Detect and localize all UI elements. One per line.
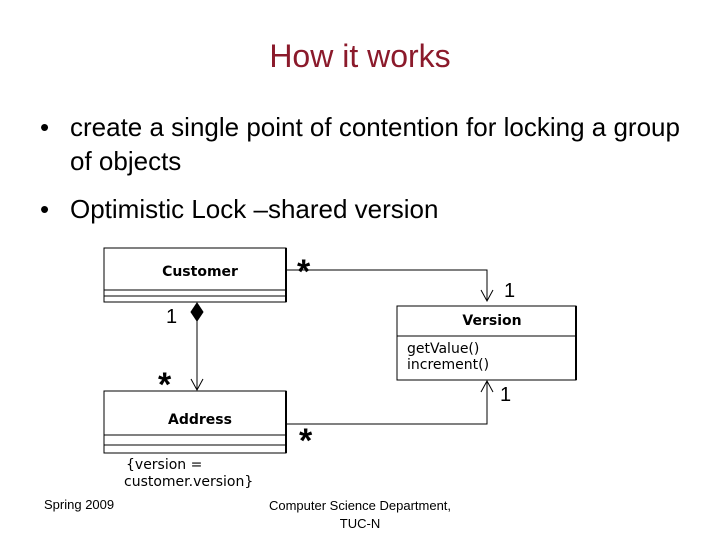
slide-title: How it works xyxy=(269,38,451,74)
footer-department: Computer Science Department, TUC-N xyxy=(250,497,470,533)
version-class-name: Version xyxy=(462,313,521,329)
multiplicity-one: 1 xyxy=(504,280,515,302)
bullet-text-1: create a single point of contention for … xyxy=(70,112,680,176)
multiplicity-star: * xyxy=(297,253,311,291)
footer-date: Spring 2009 xyxy=(44,497,115,512)
composition-diamond xyxy=(190,302,204,322)
multiplicity-one: 1 xyxy=(500,384,511,406)
customer-version-association xyxy=(286,269,494,303)
version-method-increment: increment() xyxy=(407,357,489,373)
customer-class-name: Customer xyxy=(162,264,238,280)
bullet-glyph: • xyxy=(40,194,50,224)
customer-address-composition xyxy=(190,302,204,392)
constraint-line-2: customer.version} xyxy=(124,474,253,490)
footer-department-line-1: Computer Science Department, xyxy=(268,498,452,513)
address-class-name: Address xyxy=(168,412,232,428)
bullet-item-1: • create a single point of contention fo… xyxy=(40,110,680,178)
bullet-text-2: Optimistic Lock –shared version xyxy=(70,194,439,224)
multiplicity-star: * xyxy=(158,366,172,404)
bullet-glyph: • xyxy=(40,112,50,142)
multiplicity-star: * xyxy=(299,422,313,460)
address-class-box: Address xyxy=(103,390,287,454)
bullet-list: • create a single point of contention fo… xyxy=(40,110,680,240)
version-method-getvalue: getValue() xyxy=(407,341,479,357)
customer-class-box: Customer xyxy=(103,247,287,303)
version-class-box: Version getValue() increment() xyxy=(396,305,577,381)
multiplicity-one: 1 xyxy=(166,306,177,328)
address-version-association xyxy=(286,379,494,425)
constraint-line-1: {version = xyxy=(126,457,202,473)
footer-department-line-2: TUC-N xyxy=(339,516,381,531)
bullet-item-2: • Optimistic Lock –shared version xyxy=(40,192,680,226)
